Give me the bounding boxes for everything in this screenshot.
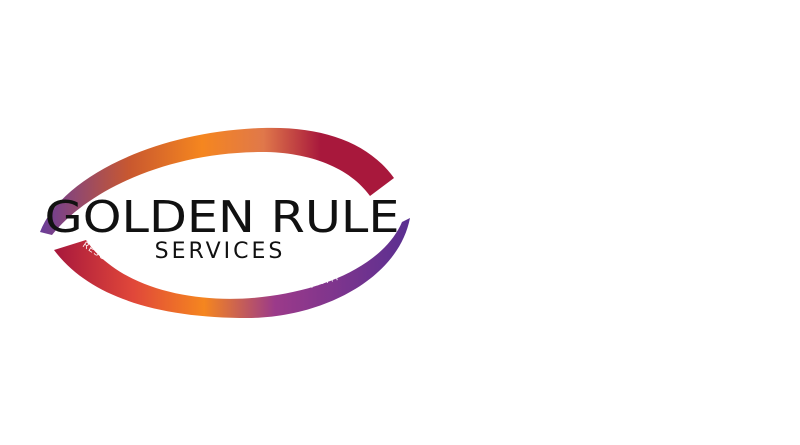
brand-subtitle: SERVICES (155, 239, 286, 264)
top-swoosh-shape (40, 127, 394, 235)
bottom-swoosh-shape (54, 218, 410, 318)
brand-name: GOLDEN RULE (45, 192, 400, 243)
